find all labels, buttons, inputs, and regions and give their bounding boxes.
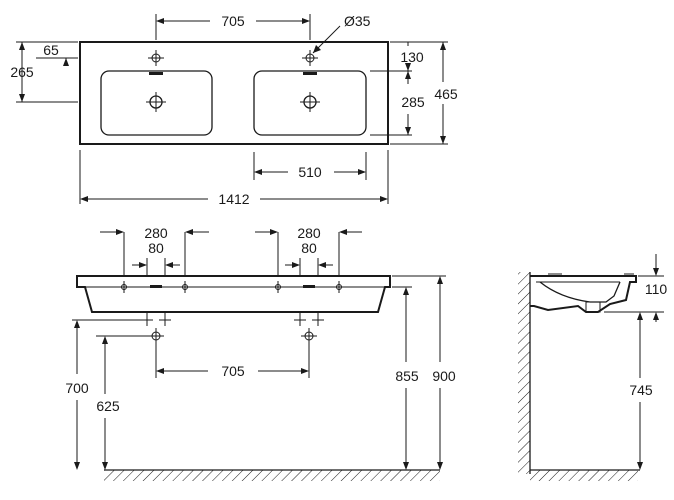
- top-view: 705 Ø35 65 265: [10, 13, 458, 207]
- wall-hatch: [518, 272, 530, 474]
- dim-heights-right: 855 900: [392, 275, 456, 470]
- basin-outline-front: [76, 275, 391, 313]
- tap-markers-front: [118, 281, 345, 293]
- floor-front: [104, 469, 440, 481]
- dim-overall-width: 1412: [79, 150, 389, 207]
- label-bowl-width: 510: [298, 164, 322, 180]
- dim-waste-spacing: 705: [155, 340, 310, 379]
- dim-mount-height: 745: [604, 311, 653, 470]
- label-tap-inner-right: 80: [301, 240, 317, 256]
- label-edge-to-tap: 65: [43, 42, 59, 58]
- label-rim-height: 110: [645, 281, 668, 297]
- label-tap-inner-left: 80: [148, 240, 164, 256]
- label-height-right-outer: 900: [432, 368, 456, 384]
- dim-tap-spacing-top: 705: [155, 13, 311, 40]
- drain-left: [146, 92, 166, 112]
- basin-section-side: [530, 275, 637, 313]
- dim-heights-left: 700 625: [65, 319, 148, 470]
- label-height-left-outer: 700: [65, 380, 89, 396]
- dim-bowl-width: 510: [253, 152, 367, 180]
- dim-left-top: 65 265: [10, 41, 78, 103]
- bowl-left-top: [100, 70, 213, 136]
- label-waste-spacing: 705: [221, 363, 245, 379]
- floor-side: [530, 470, 638, 481]
- tap-hole-left: [148, 50, 164, 75]
- front-view: 280 80 280 80: [65, 225, 456, 481]
- label-height-left-inner: 625: [96, 398, 120, 414]
- label-tap-group-left: 280: [144, 225, 168, 241]
- bowl-right-top: [253, 70, 367, 136]
- dim-right-top: 130 285 465: [370, 41, 458, 145]
- dim-tap-hole-diameter: Ø35: [312, 13, 371, 54]
- label-tap-group-right: 280: [297, 225, 321, 241]
- label-tap-hole-diameter: Ø35: [344, 13, 371, 29]
- label-overall-width: 1412: [218, 191, 249, 207]
- waste-right: [294, 312, 324, 344]
- side-view: 110 745: [518, 254, 667, 481]
- label-overall-depth: 465: [434, 86, 458, 102]
- dim-tap-group-left: 280 80: [100, 225, 209, 276]
- label-front-to-tap: 130: [400, 49, 424, 65]
- label-tap-spacing-top: 705: [221, 13, 245, 29]
- waste-left: [141, 312, 171, 344]
- label-mount-height: 745: [629, 382, 653, 398]
- label-bowl-depth: 285: [401, 94, 425, 110]
- drain-right: [300, 92, 320, 112]
- tap-hole-right: [302, 50, 318, 75]
- label-height-right-inner: 855: [395, 368, 419, 384]
- dim-tap-group-right: 280 80: [255, 225, 362, 276]
- basin-outline-top: [79, 41, 389, 145]
- label-edge-to-drain: 265: [10, 64, 34, 80]
